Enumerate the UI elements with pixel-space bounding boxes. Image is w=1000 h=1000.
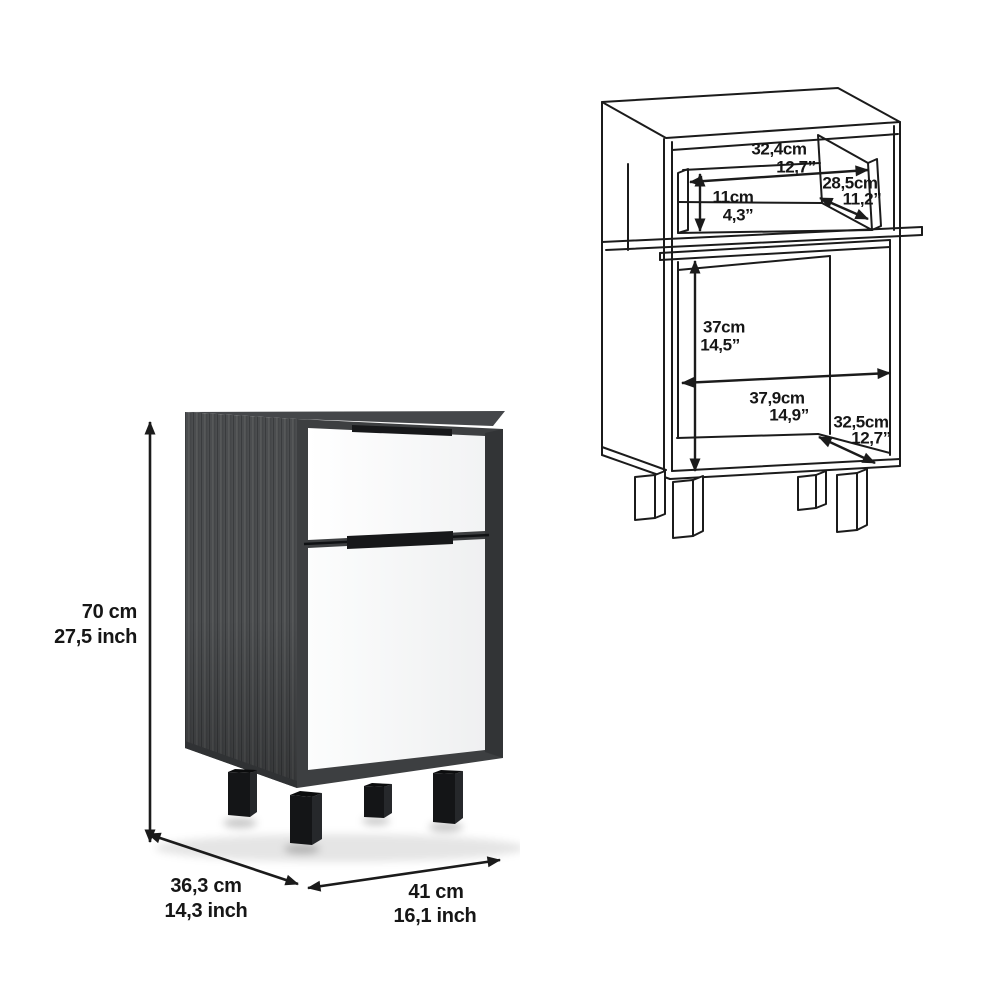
leg	[634, 470, 666, 521]
niche-depth-inch-label: 11,2”	[842, 189, 882, 209]
wireframe-structure	[601, 87, 923, 480]
cabinet-render	[144, 411, 520, 892]
depth-inch-label: 14,3 inch	[164, 900, 248, 922]
height-inch-label: 27,5 inch	[54, 626, 137, 648]
overall-dimension-arrows	[144, 421, 501, 892]
leg	[672, 475, 704, 539]
leg	[364, 783, 392, 818]
cavity-depth-cm-label: 32,5cm	[833, 412, 889, 432]
leg	[228, 769, 257, 817]
cavity-height-cm-label: 37cm	[703, 317, 745, 337]
cabinet-right-stile	[485, 429, 503, 758]
cabinet-side-bottom-edge	[185, 741, 297, 788]
door-handle	[347, 531, 453, 549]
cavity-depth-inch-label: 12,7”	[851, 428, 891, 448]
cavity-width-inch-label: 14,9”	[769, 405, 809, 425]
cabinet-legs	[228, 769, 463, 845]
height-cm-label: 70 cm	[81, 601, 138, 623]
niche-width-inch-label: 12,7”	[776, 157, 816, 177]
leg	[836, 468, 868, 533]
cavity-depth-arrow	[818, 435, 876, 465]
niche-depth-arrow	[819, 196, 869, 221]
niche-depth-cm-label: 28,5cm	[822, 173, 878, 193]
drawer-front	[308, 428, 485, 540]
width-inch-label: 16,1 inch	[393, 905, 477, 927]
cavity-width-arrow	[681, 368, 891, 388]
niche-height-cm-label: 11cm	[712, 187, 754, 207]
door-front	[308, 539, 485, 770]
leg	[797, 470, 827, 511]
depth-dimension-arrow	[147, 832, 299, 886]
niche-height-inch-label: 4,3”	[722, 205, 754, 225]
cabinet-side-shade	[185, 412, 297, 788]
cavity-height-inch-label: 14,5”	[700, 335, 740, 355]
cavity-width-cm-label: 37,9cm	[749, 388, 805, 408]
width-cm-label: 41 cm	[408, 881, 464, 903]
drawer-handle	[352, 425, 452, 436]
niche-width-arrow	[689, 165, 869, 187]
cabinet-wireframe	[601, 87, 923, 539]
cabinet-top	[185, 411, 505, 426]
leg	[433, 770, 463, 824]
width-dimension-arrow	[307, 856, 501, 892]
leg	[290, 791, 322, 845]
cabinet-body	[185, 411, 505, 788]
depth-cm-label: 36,3 cm	[170, 875, 242, 897]
niche-width-cm-label: 32,4cm	[751, 139, 807, 159]
wireframe-legs	[634, 468, 868, 539]
internal-dimension-arrows	[681, 165, 891, 472]
